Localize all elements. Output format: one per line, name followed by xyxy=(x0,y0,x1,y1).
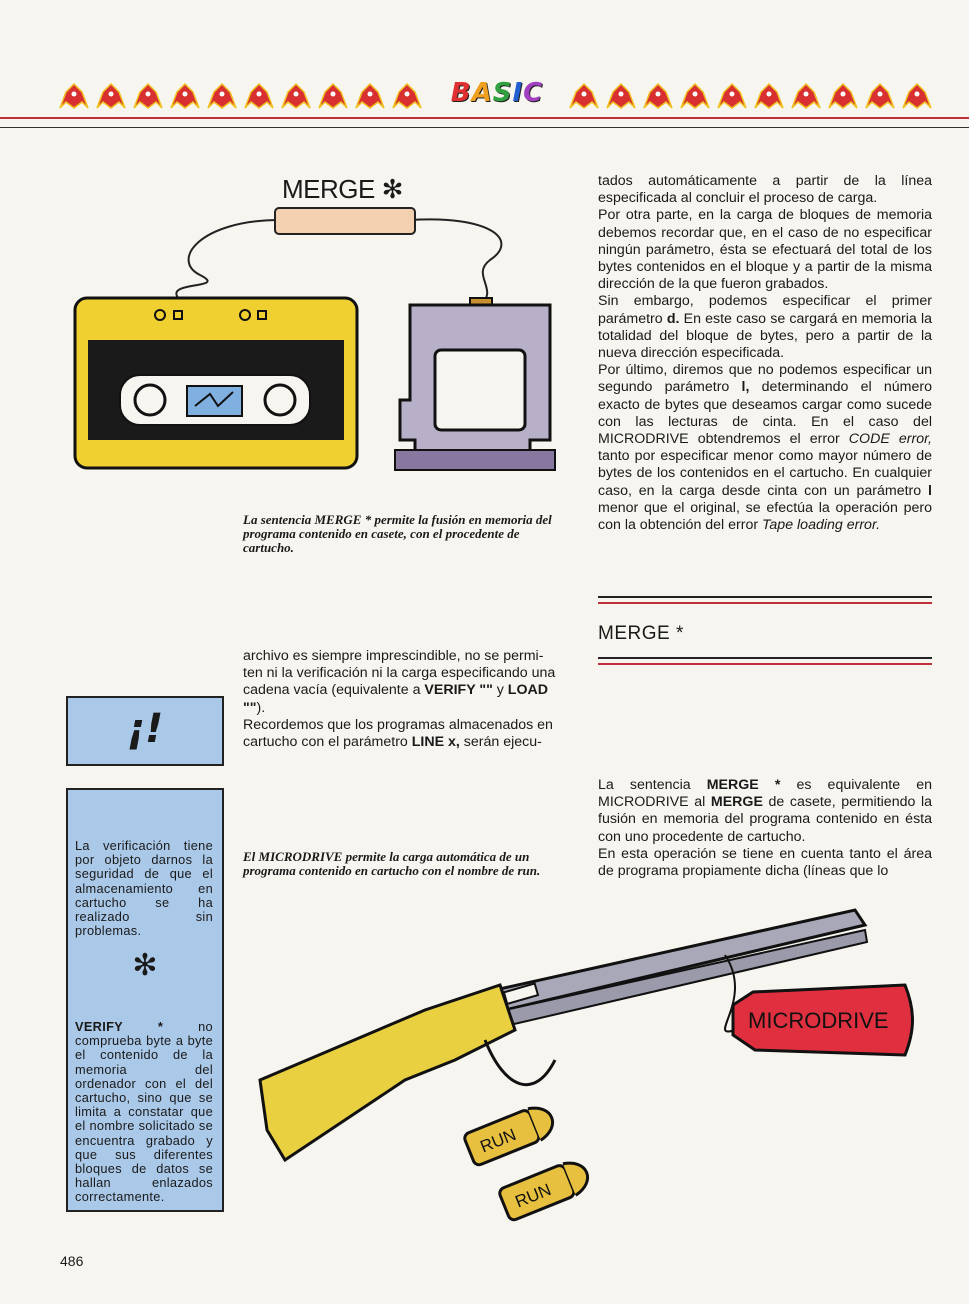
text-line: Recordemos que los programas almacenados… xyxy=(243,716,553,733)
page-number: 486 xyxy=(60,1253,84,1269)
header-rule-black xyxy=(0,127,969,128)
creature-eye xyxy=(581,91,587,97)
creature-eye xyxy=(330,91,336,97)
creature-eye xyxy=(367,91,373,97)
creature-eye xyxy=(914,91,920,97)
creature-eye xyxy=(618,91,624,97)
paragraph: Por último, diremos que no podemos espec… xyxy=(598,362,933,534)
creature-row-left xyxy=(59,82,422,109)
text-line: archivo es siempre imprescindible, no se… xyxy=(243,648,544,664)
keyword: l, xyxy=(741,379,750,396)
keyword: MERGE xyxy=(710,794,763,811)
error-name: Tape loading error. xyxy=(762,517,881,534)
figure-merge-caption: La sentencia MERGE * permite la fusión e… xyxy=(243,512,552,555)
alert-symbol: ¡! xyxy=(126,706,164,752)
basic-logo: BASIC xyxy=(450,78,544,108)
microdrive-illustration: MICRODRIVE RUN RUN xyxy=(258,908,914,1222)
keyword: LOAD xyxy=(507,682,548,699)
sidebar-note-verification: La verificación tiene por objeto darnos … xyxy=(75,838,213,939)
header-decoration xyxy=(59,82,932,109)
creature-eye xyxy=(145,91,151,97)
merge-illustration xyxy=(73,207,556,471)
cassette-icon xyxy=(73,296,359,470)
figure-microdrive-caption: El MICRODRIVE permite la carga automátic… xyxy=(243,849,541,878)
bullet-icon: RUN xyxy=(498,1161,589,1222)
paragraph: Sin embargo, podemos especificar el prim… xyxy=(598,293,932,362)
keyword: MERGE * xyxy=(706,777,781,793)
creature-row-right xyxy=(569,82,932,109)
cartridge-icon xyxy=(394,297,556,471)
alert-box: ¡! xyxy=(66,696,224,766)
creature-eye xyxy=(692,91,698,97)
error-name: CODE error, xyxy=(848,431,932,448)
paragraph: tados automáticamente a partir de la lín… xyxy=(598,173,932,207)
text-line: ten ni la verificación ni la carga espec… xyxy=(243,665,556,682)
keyword: l xyxy=(928,482,932,499)
keyword: d. xyxy=(666,310,680,327)
header-rule-red xyxy=(0,117,969,119)
paragraph: Por otra parte, en la carga de bloques d… xyxy=(598,207,932,293)
creature-eye xyxy=(803,91,809,97)
text-line: ). xyxy=(256,699,266,716)
text-line: cartucho con el parámetro xyxy=(243,734,412,751)
keyword: "" xyxy=(243,699,257,716)
sidebar-note-verify: VERIFY * no comprueba byte a byte el con… xyxy=(75,1019,213,1205)
creature-eye xyxy=(182,91,188,97)
creature-eye xyxy=(256,91,262,97)
paragraph: La sentencia MERGE * es equivalente en M… xyxy=(598,777,932,845)
section-rule-bottom-red xyxy=(598,663,932,665)
right-column-section-text: La sentencia MERGE * es equivalente en M… xyxy=(598,777,932,880)
section-heading: MERGE * xyxy=(598,623,684,644)
microdrive-tag: MICRODRIVE xyxy=(731,983,914,1057)
section-rule-top xyxy=(598,596,932,598)
figure-merge-label: MERGE ✻ xyxy=(282,174,403,204)
creature-eye xyxy=(877,91,883,97)
microdrive-tag-label: MICRODRIVE xyxy=(748,1008,889,1033)
right-column-text: tados automáticamente a partir de la lín… xyxy=(598,173,932,534)
keyword: VERIFY * xyxy=(75,1019,164,1034)
section-rule-top-red xyxy=(598,602,932,604)
keyword: VERIFY "" xyxy=(424,682,493,699)
creature-eye xyxy=(766,91,772,97)
keyword: LINE x, xyxy=(411,734,460,751)
text-line: cadena vacía (equivalente a xyxy=(243,682,425,699)
text-line: y xyxy=(492,682,508,699)
creature-eye xyxy=(293,91,299,97)
paragraph: archivo es siempre imprescindible, no se… xyxy=(243,648,575,717)
sidebar-notes: La verificación tiene por objeto darnos … xyxy=(66,788,224,1212)
creature-eye xyxy=(840,91,846,97)
creature-eye xyxy=(219,91,225,97)
asterisk-icon: ✻ xyxy=(132,948,158,983)
creature-eye xyxy=(404,91,410,97)
paragraph: Recordemos que los programas almacenados… xyxy=(243,717,575,751)
creature-eye xyxy=(655,91,661,97)
creature-eye xyxy=(729,91,735,97)
middle-column-text: archivo es siempre imprescindible, no se… xyxy=(243,648,575,751)
merge-label-band xyxy=(274,207,416,235)
creature-eye xyxy=(71,91,77,97)
paragraph: En esta operación se tiene en cuenta tan… xyxy=(598,845,932,880)
section-rule-bottom xyxy=(598,657,932,659)
bullet-icon: RUN xyxy=(463,1106,554,1167)
creature-eye xyxy=(108,91,114,97)
text-line: serán ejecu- xyxy=(459,734,542,751)
